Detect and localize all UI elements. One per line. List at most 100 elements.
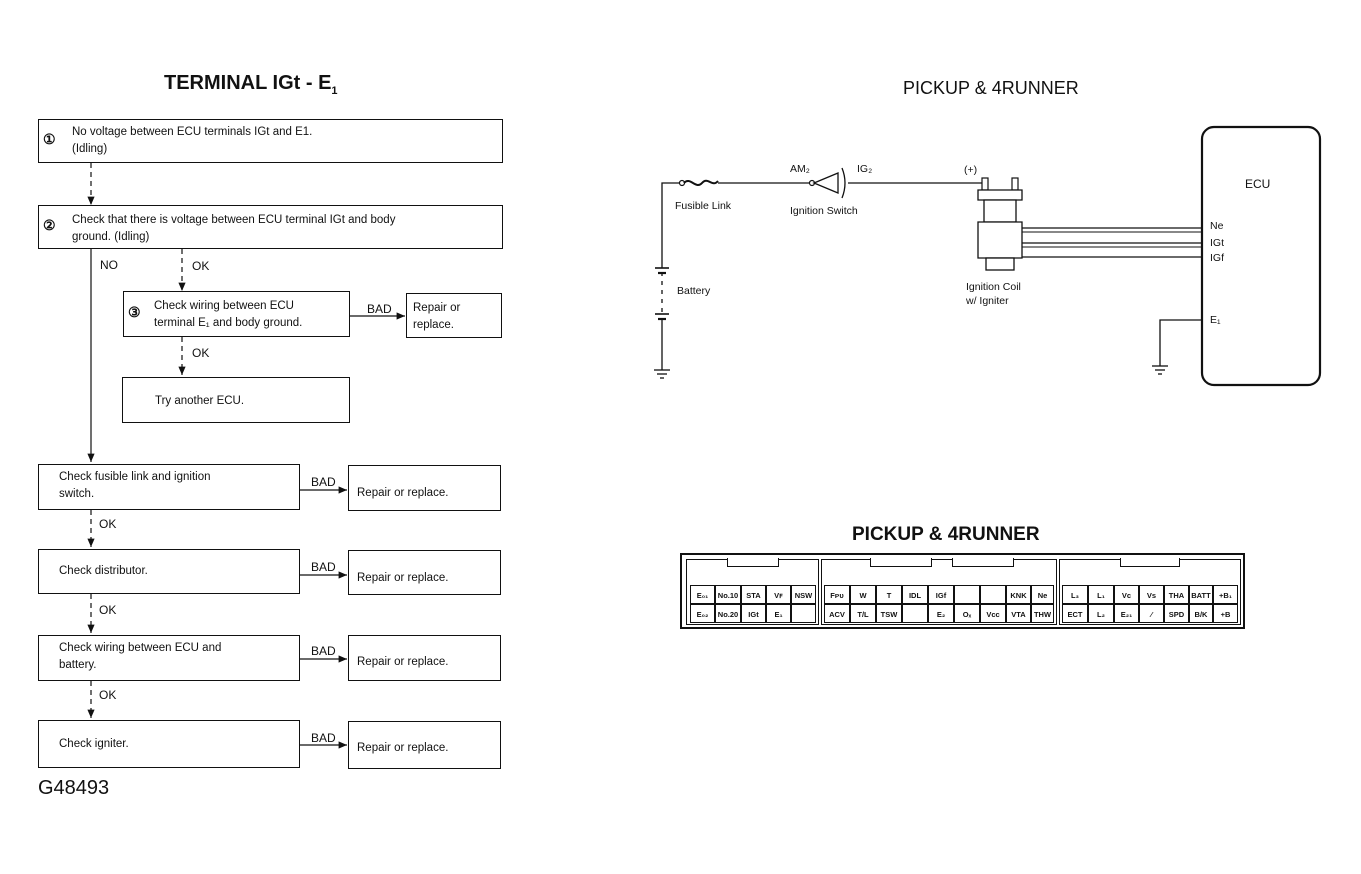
pin-tsw: TSW [876, 604, 902, 623]
flowchart-title-subscript: 1 [331, 85, 338, 97]
ig2-label: IG₂ [857, 163, 873, 175]
repair-text-c2: Repair or replace. [357, 572, 449, 584]
step-2-box: ② Check that there is voltage between EC… [38, 205, 503, 249]
ignition-switch-label: Ignition Switch [790, 205, 858, 217]
check-distributor-text: Check distributor. [59, 565, 148, 577]
pin-empty [791, 604, 816, 623]
pin-w: W [850, 585, 876, 604]
pin-ne: Ne [1031, 585, 1054, 604]
pin-igt: IGt [741, 604, 766, 623]
pin-empty [980, 585, 1006, 604]
pin-b1: +B₁ [1213, 585, 1238, 604]
pin-e1: E₁ [766, 604, 791, 623]
pin-no20: No.20 [715, 604, 741, 623]
step-3-repair-box: Repair or replace. [406, 293, 502, 338]
pin-tha: THA [1164, 585, 1189, 604]
repair-text-c4: Repair or replace. [357, 742, 449, 754]
pin-l1: L₁ [1088, 585, 1114, 604]
check-igniter-text: Check igniter. [59, 738, 129, 750]
am2-label: AM₂ [790, 163, 810, 175]
check-wiring-battery-text: Check wiring between ECU and battery. [59, 642, 222, 671]
try-ecu-box: Try another ECU. [122, 377, 350, 423]
repair-box-c3: Repair or replace. [348, 635, 501, 681]
step-1-text: No voltage between ECU terminals IGt and… [72, 126, 313, 155]
coil-plus-label: (+) [964, 164, 978, 176]
check-wiring-battery-box: Check wiring between ECU and battery. [38, 635, 300, 681]
no-label: NO [100, 258, 118, 272]
try-ecu-text: Try another ECU. [155, 395, 245, 407]
ok-label-5: OK [99, 688, 117, 702]
ok-label-2: OK [192, 346, 210, 360]
pin-spd: SPD [1164, 604, 1189, 623]
bad-label-step3: BAD [367, 302, 392, 316]
pin-l3: L₃ [1062, 585, 1088, 604]
wiring-title: PICKUP & 4RUNNER [903, 78, 1079, 98]
connector-block-2: Fᴘᴜ W T IDL IGf KNK Ne ACV T/L TSW E₂ Oₓ… [821, 558, 1057, 625]
pin-acv: ACV [824, 604, 850, 623]
pin-l2: L₂ [1088, 604, 1114, 623]
repair-text-c1: Repair or replace. [357, 487, 449, 499]
pin-sta: STA [741, 585, 766, 604]
check-igniter-box: Check igniter. [38, 720, 300, 768]
pin-t: T [876, 585, 902, 604]
pin-e21: E₂₁ [1114, 604, 1139, 623]
ok-label-3: OK [99, 517, 117, 531]
ecu-label: ECU [1245, 177, 1271, 191]
pin-ect: ECT [1062, 604, 1088, 623]
step-1-box: ① No voltage between ECU terminals IGt a… [38, 119, 503, 163]
repair-box-c4: Repair or replace. [348, 721, 501, 769]
repair-box-c2: Repair or replace. [348, 550, 501, 595]
fusible-link-label: Fusible Link [675, 200, 732, 212]
pin-vc: Vc [1114, 585, 1139, 604]
ecu-pin-igt: IGt [1210, 237, 1225, 249]
pin-tl: T/L [850, 604, 876, 623]
pin-batt: BATT [1189, 585, 1213, 604]
ecu-pin-igf: IGf [1210, 252, 1225, 264]
battery-label: Battery [677, 285, 711, 297]
pin-igf: IGf [928, 585, 954, 604]
pin-no10: No.10 [715, 585, 741, 604]
connector-key-notch [727, 558, 779, 567]
pin-empty [954, 585, 980, 604]
pin-bk: B/K [1189, 604, 1213, 623]
bad-label-c1: BAD [311, 475, 336, 489]
pin-ox: Oₓ [954, 604, 980, 623]
pin-empty [902, 604, 928, 623]
pin-vta: VTA [1006, 604, 1031, 623]
ok-label-4: OK [99, 603, 117, 617]
connector-key-notch [1120, 558, 1180, 567]
connector-block-1: E₀₁ No.10 STA Vꜰ NSW E₀₂ No.20 IGt E₁ [686, 558, 819, 625]
pin-nsw: NSW [791, 585, 816, 604]
flowchart-title-main: TERMINAL IGt - E [164, 72, 332, 94]
repair-text-c3: Repair or replace. [357, 656, 449, 668]
step-1-number: ① [43, 131, 56, 147]
pin-e01: E₀₁ [690, 585, 715, 604]
check-distributor-box: Check distributor. [38, 549, 300, 594]
pin-vcc: Vcc [980, 604, 1006, 623]
step-2-number: ② [43, 217, 56, 233]
connector-key-notch [952, 558, 1014, 567]
ecu-connector: E₀₁ No.10 STA Vꜰ NSW E₀₂ No.20 IGt E₁ Fᴘ… [680, 553, 1245, 629]
pin-b: +B [1213, 604, 1238, 623]
check-fusible-box: Check fusible link and ignition switch. [38, 464, 300, 510]
ignition-coil-label: Ignition Coil w/ Igniter [966, 281, 1021, 307]
connector-block-3: L₃ L₁ Vc Vs THA BATT +B₁ ECT L₂ E₂₁ ⁄ SP… [1059, 558, 1241, 625]
pin-fpu: Fᴘᴜ [824, 585, 850, 604]
pin-knk: KNK [1006, 585, 1031, 604]
pin-e2: E₂ [928, 604, 954, 623]
connector-key-notch [870, 558, 932, 567]
pin-e02: E₀₂ [690, 604, 715, 623]
repair-box-c1: Repair or replace. [348, 465, 501, 511]
ecu-pin-ne: Ne [1210, 220, 1224, 232]
step-3-text: Check wiring between ECU terminal E₁ and… [154, 300, 303, 329]
step-2-text: Check that there is voltage between ECU … [72, 214, 396, 243]
ok-label-1: OK [192, 259, 210, 273]
step-3-number: ③ [128, 304, 141, 320]
bad-label-c4: BAD [311, 731, 336, 745]
figure-code: G48493 [38, 777, 110, 799]
pin-vs: Vs [1139, 585, 1164, 604]
step-3-box: ③ Check wiring between ECU terminal E₁ a… [123, 291, 350, 337]
pin-vf: Vꜰ [766, 585, 791, 604]
